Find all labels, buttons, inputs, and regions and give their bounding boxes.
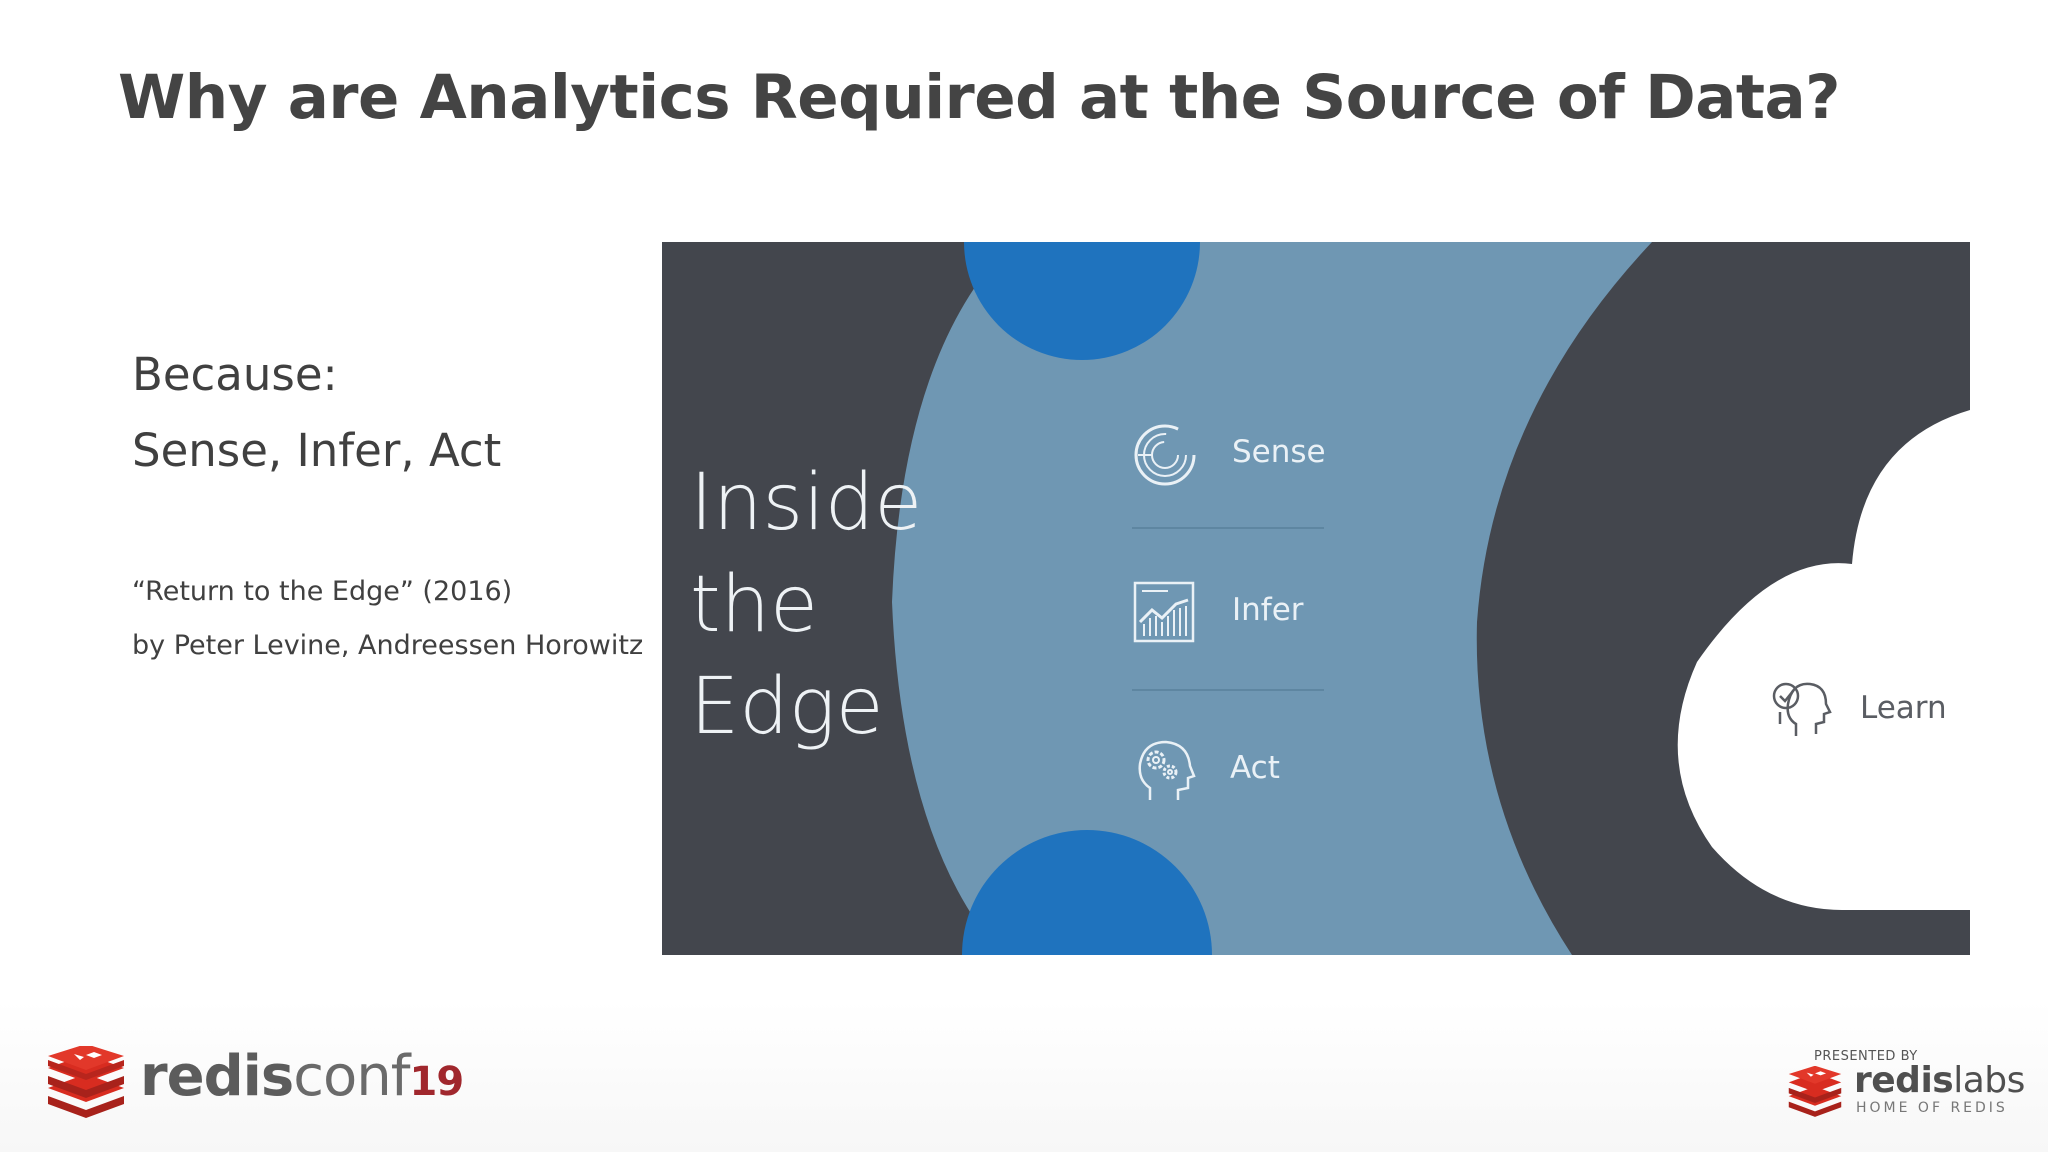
because-text: Because:: [132, 348, 338, 401]
company-name-light: labs: [1953, 1060, 2025, 1101]
step-label-sense: Sense: [1232, 434, 1326, 470]
edge-graphic: Inside the Edge Sense Infer Act: [662, 242, 1970, 955]
edge-band: [892, 242, 1652, 955]
citation-text: “Return to the Edge” (2016): [132, 576, 513, 607]
redisconf-logo-icon: [48, 1046, 124, 1118]
company-tagline: HOME OF REDIS: [1856, 1100, 2008, 1116]
redislabs-wordmark: redislabs: [1854, 1060, 2025, 1101]
author-text: by Peter Levine, Andreessen Horowitz: [132, 630, 644, 661]
head-check-icon: [1772, 682, 1832, 736]
cloud-shape: [1677, 410, 1970, 910]
steps-summary: Sense, Infer, Act: [132, 424, 502, 477]
edge-graphic-shapes: [892, 242, 1970, 955]
redislabs-logo-icon: [1788, 1066, 1842, 1117]
radial-gauge-icon: [1134, 424, 1196, 486]
heading-line: the: [690, 560, 819, 650]
presented-by-label: PRESENTED BY: [1814, 1049, 1918, 1064]
step-label-act: Act: [1230, 750, 1280, 786]
line-chart-icon: [1133, 581, 1195, 643]
redisconf-wordmark: redisconf19: [140, 1044, 464, 1109]
conf-name-bold: redis: [140, 1044, 294, 1109]
cloud-label-learn: Learn: [1860, 690, 1947, 726]
bottom-circle: [962, 830, 1212, 955]
company-name-bold: redis: [1854, 1060, 1954, 1101]
top-circle: [964, 242, 1200, 360]
step-label-infer: Infer: [1232, 592, 1304, 628]
conf-year: 19: [409, 1059, 464, 1105]
inside-the-edge-heading: Inside the Edge: [690, 452, 922, 758]
footer: [0, 1000, 2048, 1152]
head-gears-icon: [1138, 740, 1196, 800]
slide-title: Why are Analytics Required at the Source…: [118, 62, 1841, 133]
conf-name-light: conf: [293, 1044, 410, 1109]
heading-line: Inside: [690, 458, 923, 548]
heading-line: Edge: [690, 662, 884, 752]
